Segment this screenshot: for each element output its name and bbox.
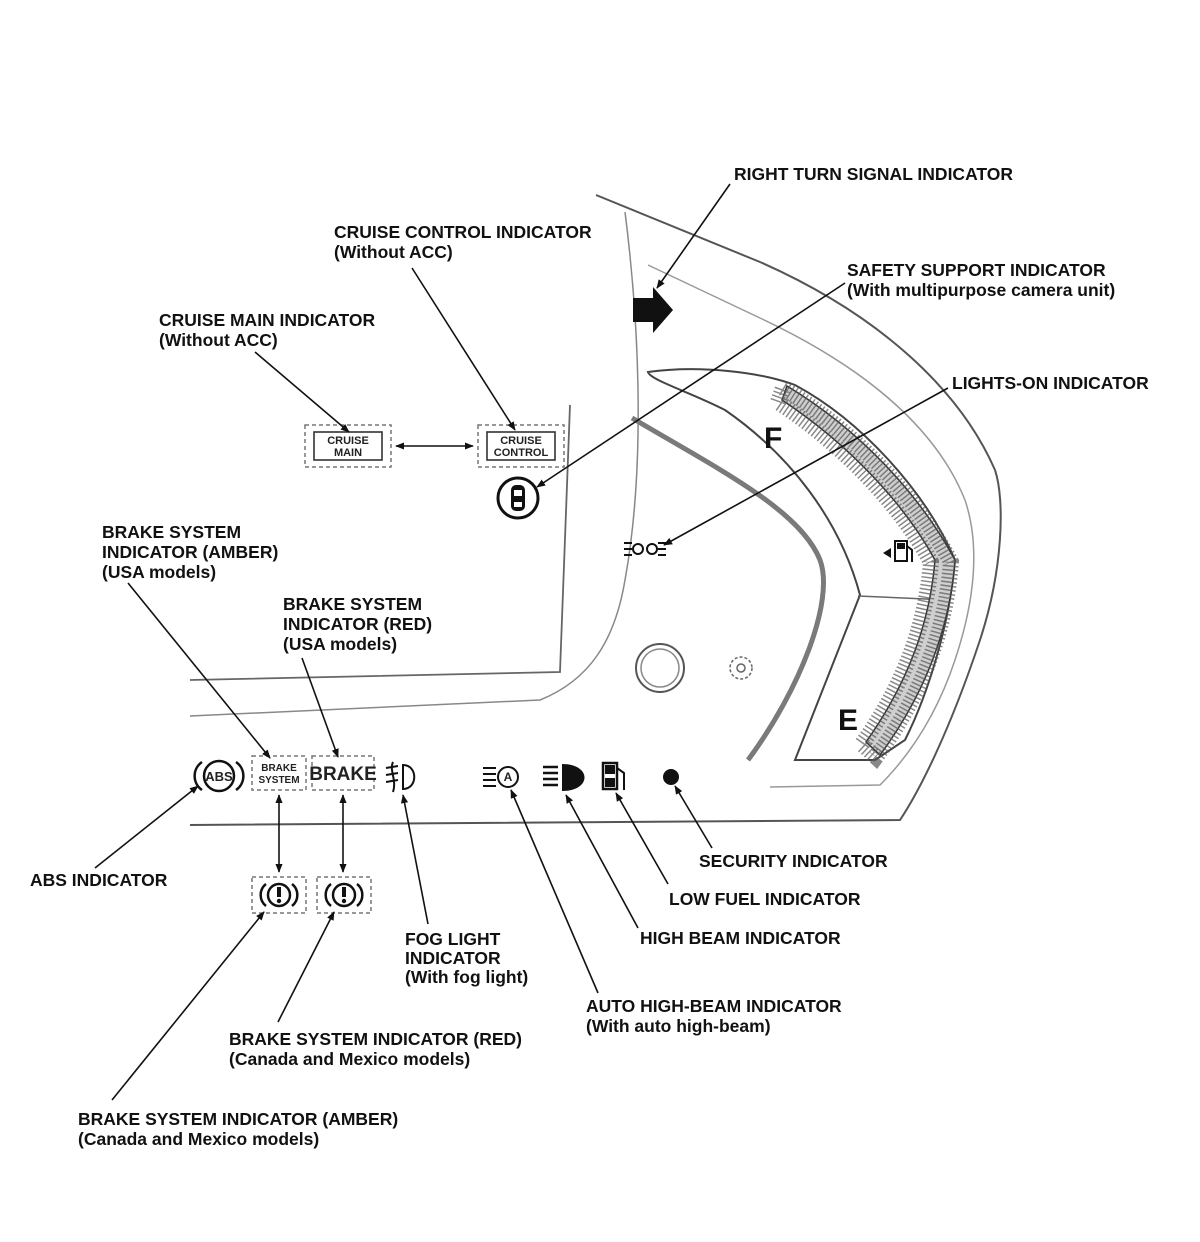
gauge-full-letter: F [764,422,782,455]
svg-text:BRAKE SYSTEM INDICATOR (RED): BRAKE SYSTEM INDICATOR (RED) [229,1029,522,1049]
svg-text:(With multipurpose camera unit: (With multipurpose camera unit) [847,280,1115,300]
svg-text:(With fog light): (With fog light) [405,967,528,987]
arrow-cruise-main [254,351,350,433]
svg-text:AUTO HIGH-BEAM INDICATOR: AUTO HIGH-BEAM INDICATOR [586,996,842,1016]
label-low-fuel: LOW FUEL INDICATOR [669,889,861,909]
arrow-safety-support [536,282,846,488]
trip-knob [635,643,685,693]
svg-text:(Without ACC): (Without ACC) [159,330,278,350]
cruise-main-icon: CRUISE MAIN [304,424,392,468]
svg-text:FOG LIGHT: FOG LIGHT [405,929,501,949]
label-abs: ABS INDICATOR [30,870,168,890]
arrow-low-fuel [615,792,669,885]
svg-text:(USA models): (USA models) [283,634,397,654]
cruise-control-icon: CRUISE CONTROL [477,424,565,468]
label-lights-on: LIGHTS-ON INDICATOR [952,373,1149,393]
label-fog: FOG LIGHT INDICATOR (With fog light) [405,929,528,987]
label-cruise-control: CRUISE CONTROL INDICATOR (Without ACC) [334,222,592,262]
svg-text:INDICATOR (RED): INDICATOR (RED) [283,614,432,634]
svg-text:(With auto high-beam): (With auto high-beam) [586,1016,771,1036]
svg-text:SAFETY SUPPORT INDICATOR: SAFETY SUPPORT INDICATOR [847,260,1106,280]
arrow-brake-amber-usa [127,582,271,759]
svg-text:(Canada and Mexico models): (Canada and Mexico models) [78,1129,319,1149]
fuel-gauge-bar [768,376,960,769]
svg-text:BRAKE: BRAKE [261,763,297,774]
svg-text:BRAKE SYSTEM: BRAKE SYSTEM [102,522,241,542]
svg-text:BRAKE SYSTEM INDICATOR (AMBER): BRAKE SYSTEM INDICATOR (AMBER) [78,1109,398,1129]
label-cruise-main: CRUISE MAIN INDICATOR (Without ACC) [159,310,376,350]
svg-text:MAIN: MAIN [334,447,362,459]
auto-high-beam-icon: A [483,766,519,788]
label-brake-amber-usa: BRAKE SYSTEM INDICATOR (AMBER) (USA mode… [102,522,278,582]
left-panel-edge [189,404,571,681]
abs-icon: ABS [193,759,245,793]
gauge-fuel-pump-icon [883,540,913,562]
label-right-turn: RIGHT TURN SIGNAL INDICATOR [734,164,1013,184]
label-brake-red-usa: BRAKE SYSTEM INDICATOR (RED) (USA models… [283,594,432,654]
security-icon [663,769,679,785]
svg-text:(USA models): (USA models) [102,562,216,582]
label-safety-support: SAFETY SUPPORT INDICATOR (With multipurp… [847,260,1115,300]
svg-text:(Canada and Mexico models): (Canada and Mexico models) [229,1049,470,1069]
arrow-right-turn [656,183,731,289]
arrow-brake-red-canada [277,911,335,1023]
arrow-auto-high-beam [510,789,599,994]
svg-text:SYSTEM: SYSTEM [258,775,299,786]
svg-text:A: A [504,770,513,784]
arrow-cruise-control [411,267,516,431]
low-fuel-icon [601,761,625,791]
cluster-inner-bezel-2 [647,264,975,788]
svg-text:CRUISE MAIN INDICATOR: CRUISE MAIN INDICATOR [159,310,376,330]
label-security: SECURITY INDICATOR [699,851,888,871]
arrow-fog [401,794,429,925]
brake-red-icon: BRAKE [309,755,377,791]
label-brake-amber-canada: BRAKE SYSTEM INDICATOR (AMBER) (Canada a… [78,1109,398,1149]
label-auto-high-beam: AUTO HIGH-BEAM INDICATOR (With auto high… [586,996,842,1036]
svg-text:BRAKE SYSTEM: BRAKE SYSTEM [283,594,422,614]
speedo-arc [630,415,826,762]
svg-text:(Without ACC): (Without ACC) [334,242,453,262]
svg-text:CRUISE: CRUISE [500,435,542,447]
label-high-beam: HIGH BEAM INDICATOR [640,928,841,948]
svg-text:BRAKE: BRAKE [309,764,377,785]
safety-support-icon [496,476,540,520]
cluster-outer-bezel [189,194,1002,826]
arrow-abs [94,785,199,869]
svg-text:INDICATOR: INDICATOR [405,948,501,968]
label-brake-red-canada: BRAKE SYSTEM INDICATOR (RED) (Canada and… [229,1029,522,1069]
brake-system-red-canada-icon [316,876,372,914]
svg-text:CRUISE CONTROL INDICATOR: CRUISE CONTROL INDICATOR [334,222,592,242]
settings-gear-icon [729,656,753,680]
brake-system-amber-icon: BRAKE SYSTEM [251,755,307,791]
arrow-brake-red-usa [301,657,339,758]
brake-system-amber-canada-icon [251,876,307,914]
arrow-high-beam [565,794,639,929]
lights-on-icon [624,542,666,556]
arrow-security [674,785,713,849]
svg-text:CRUISE: CRUISE [327,435,369,447]
fog-light-icon [385,761,416,793]
arrow-brake-amber-canada [111,911,265,1101]
arrow-lights-on [663,387,949,546]
gauge-empty-letter: E [838,704,858,737]
svg-text:CONTROL: CONTROL [494,447,549,459]
svg-text:INDICATOR (AMBER): INDICATOR (AMBER) [102,542,278,562]
right-turn-arrow-icon [633,287,673,333]
high-beam-icon [543,764,585,791]
leader-lines [94,183,949,1101]
svg-text:ABS: ABS [205,769,233,784]
